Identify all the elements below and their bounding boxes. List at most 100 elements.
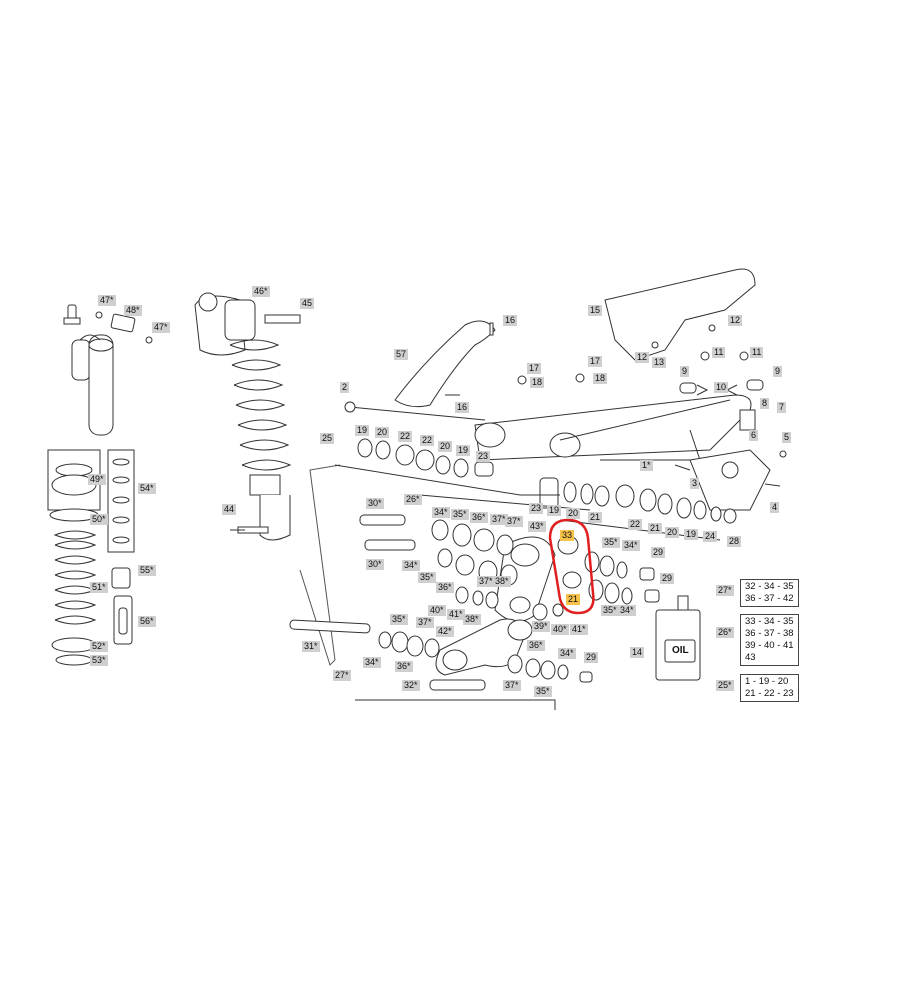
part-label: 24 [703,531,718,542]
part-label: 35* [534,686,552,697]
main-shock-absorber [194,292,301,541]
part-label: 16 [503,315,518,326]
part-label: 37* [503,680,521,691]
kit-ref: 26* [716,627,734,638]
part-label: 57 [394,349,409,360]
part-label: 25 [320,433,335,444]
part-label: 44 [222,504,237,515]
part-label: 38* [463,614,481,625]
part-label: 6 [749,430,759,441]
part-label: 19 [456,445,471,456]
part-label: 29 [651,547,666,558]
kit-contents-box: 32 - 34 - 35 36 - 37 - 42 [740,579,799,607]
part-label: 36* [470,512,488,523]
part-label: 38* [493,576,511,587]
reservoir-shock-part [63,304,153,436]
part-label: 35* [602,537,620,548]
part-label: 19 [547,505,562,516]
part-label: 14 [630,647,645,658]
part-label: 37* [416,617,434,628]
part-label: 34* [432,507,450,518]
part-label: 11 [750,347,764,358]
part-label: 40* [428,605,446,616]
part-label: 23 [476,451,491,462]
kit-contents-box: 1 - 19 - 20 21 - 22 - 23 [740,674,799,702]
part-label: 42* [436,626,454,637]
part-label: 34* [363,657,381,668]
part-label: 2 [340,382,350,393]
part-label: 10 [714,382,729,393]
part-label: 22 [628,519,643,530]
part-label: 28 [727,536,742,547]
part-label: 55* [138,565,156,576]
part-label: 8 [760,398,770,409]
part-label: 40* [551,624,569,635]
small-hardware [230,322,787,531]
part-label: 39* [532,621,550,632]
chain-guide [394,320,496,408]
bearing-row-right [539,477,737,524]
part-label: 54* [138,483,156,494]
part-label: 34* [618,605,636,616]
part-label: 41* [447,609,465,620]
part-label: 35* [418,572,436,583]
part-label: 18 [593,373,608,384]
part-label: 11 [712,347,726,358]
part-label: 18 [530,377,545,388]
part-label: 20 [665,527,680,538]
part-label: 29 [584,652,599,663]
part-label: 20 [438,441,453,452]
part-label: 22 [420,435,435,446]
part-label: 56* [138,616,156,627]
part-label: 9 [680,366,690,377]
highlight-outline [548,518,595,615]
part-label: 30* [366,498,384,509]
chain-guard [604,268,756,361]
part-label: 49* [88,474,106,485]
part-label: 7 [777,402,787,413]
kit-ref: 27* [716,585,734,596]
part-label: 52* [90,641,108,652]
part-label: 45 [300,298,315,309]
kit-contents-box: 33 - 34 - 35 36 - 37 - 38 39 - 40 - 41 4… [740,614,799,666]
part-label: 12 [635,352,650,363]
part-label: 34* [402,560,420,571]
part-label: 15 [588,305,603,316]
part-label: 36* [527,640,545,651]
part-label: 23 [529,503,544,514]
part-label: 53* [90,655,108,666]
part-label: 35* [601,605,619,616]
part-label: 51* [90,582,108,593]
part-label: 34* [558,648,576,659]
part-label: 37* [477,576,495,587]
bearing-row-left [357,438,494,478]
part-label: 3 [690,478,700,489]
part-label: 37* [505,516,523,527]
part-label: 21 [648,523,663,534]
part-label: 30* [366,559,384,570]
part-label: 35* [451,509,469,520]
part-label: 4 [770,502,780,513]
kit-ref: 25* [716,680,734,691]
part-label: 35* [390,614,408,625]
part-label: 5 [782,432,792,443]
part-label: 21 [588,512,603,523]
part-label: 17 [588,356,603,367]
oil-bottle [655,595,701,681]
part-label: 17 [527,363,542,374]
part-label: 27* [333,670,351,681]
part-label: 20 [566,508,581,519]
part-label: 20 [375,427,390,438]
part-label: 48* [124,305,142,316]
part-label: 19 [684,529,699,540]
part-label: 41* [570,624,588,635]
part-label: 47* [152,322,170,333]
part-label: 13 [652,357,667,368]
part-label: 36* [436,582,454,593]
part-label: 46* [252,286,270,297]
part-label: 32* [402,680,420,691]
part-label: 19 [355,425,370,436]
part-label: 34* [622,540,640,551]
part-label: 47* [98,295,116,306]
